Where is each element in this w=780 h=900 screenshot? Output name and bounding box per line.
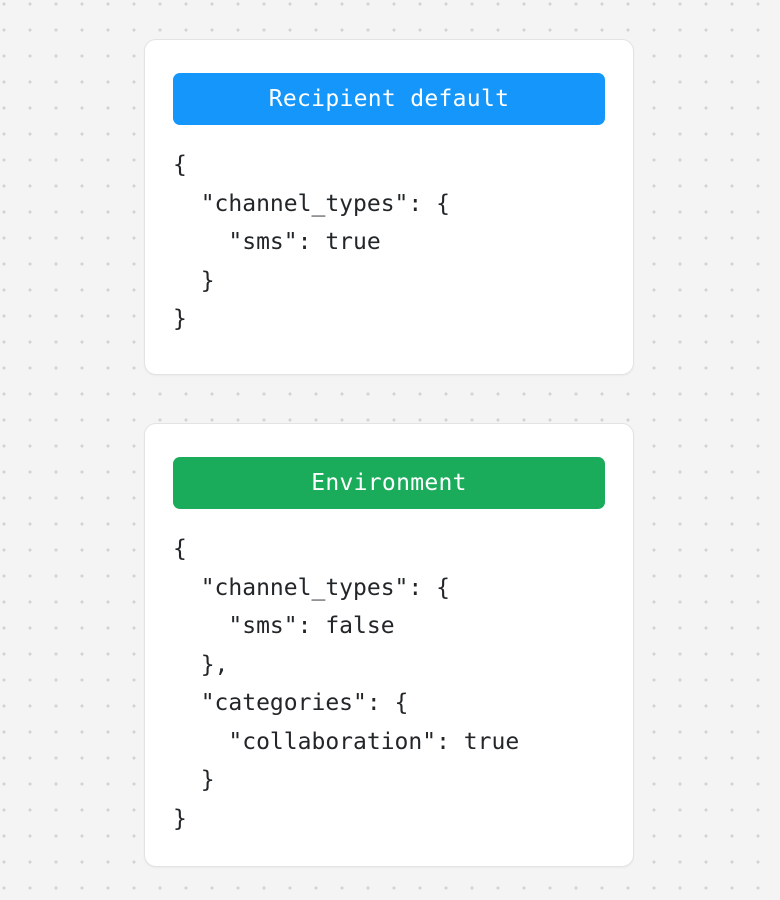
card-body-recipient-default: { "channel_types": { "sms": true } } <box>173 146 605 339</box>
card-header-label: Environment <box>311 470 467 496</box>
card-environment[interactable]: Environment { "channel_types": { "sms": … <box>144 423 634 867</box>
card-header-label: Recipient default <box>268 86 510 112</box>
card-header-recipient-default: Recipient default <box>173 73 605 125</box>
card-body-environment: { "channel_types": { "sms": false }, "ca… <box>173 530 605 838</box>
card-recipient-default[interactable]: Recipient default { "channel_types": { "… <box>144 39 634 375</box>
json-code-block-environment: { "channel_types": { "sms": false }, "ca… <box>173 536 520 832</box>
card-header-environment: Environment <box>173 457 605 509</box>
json-code-block-recipient-default: { "channel_types": { "sms": true } } <box>173 152 450 332</box>
